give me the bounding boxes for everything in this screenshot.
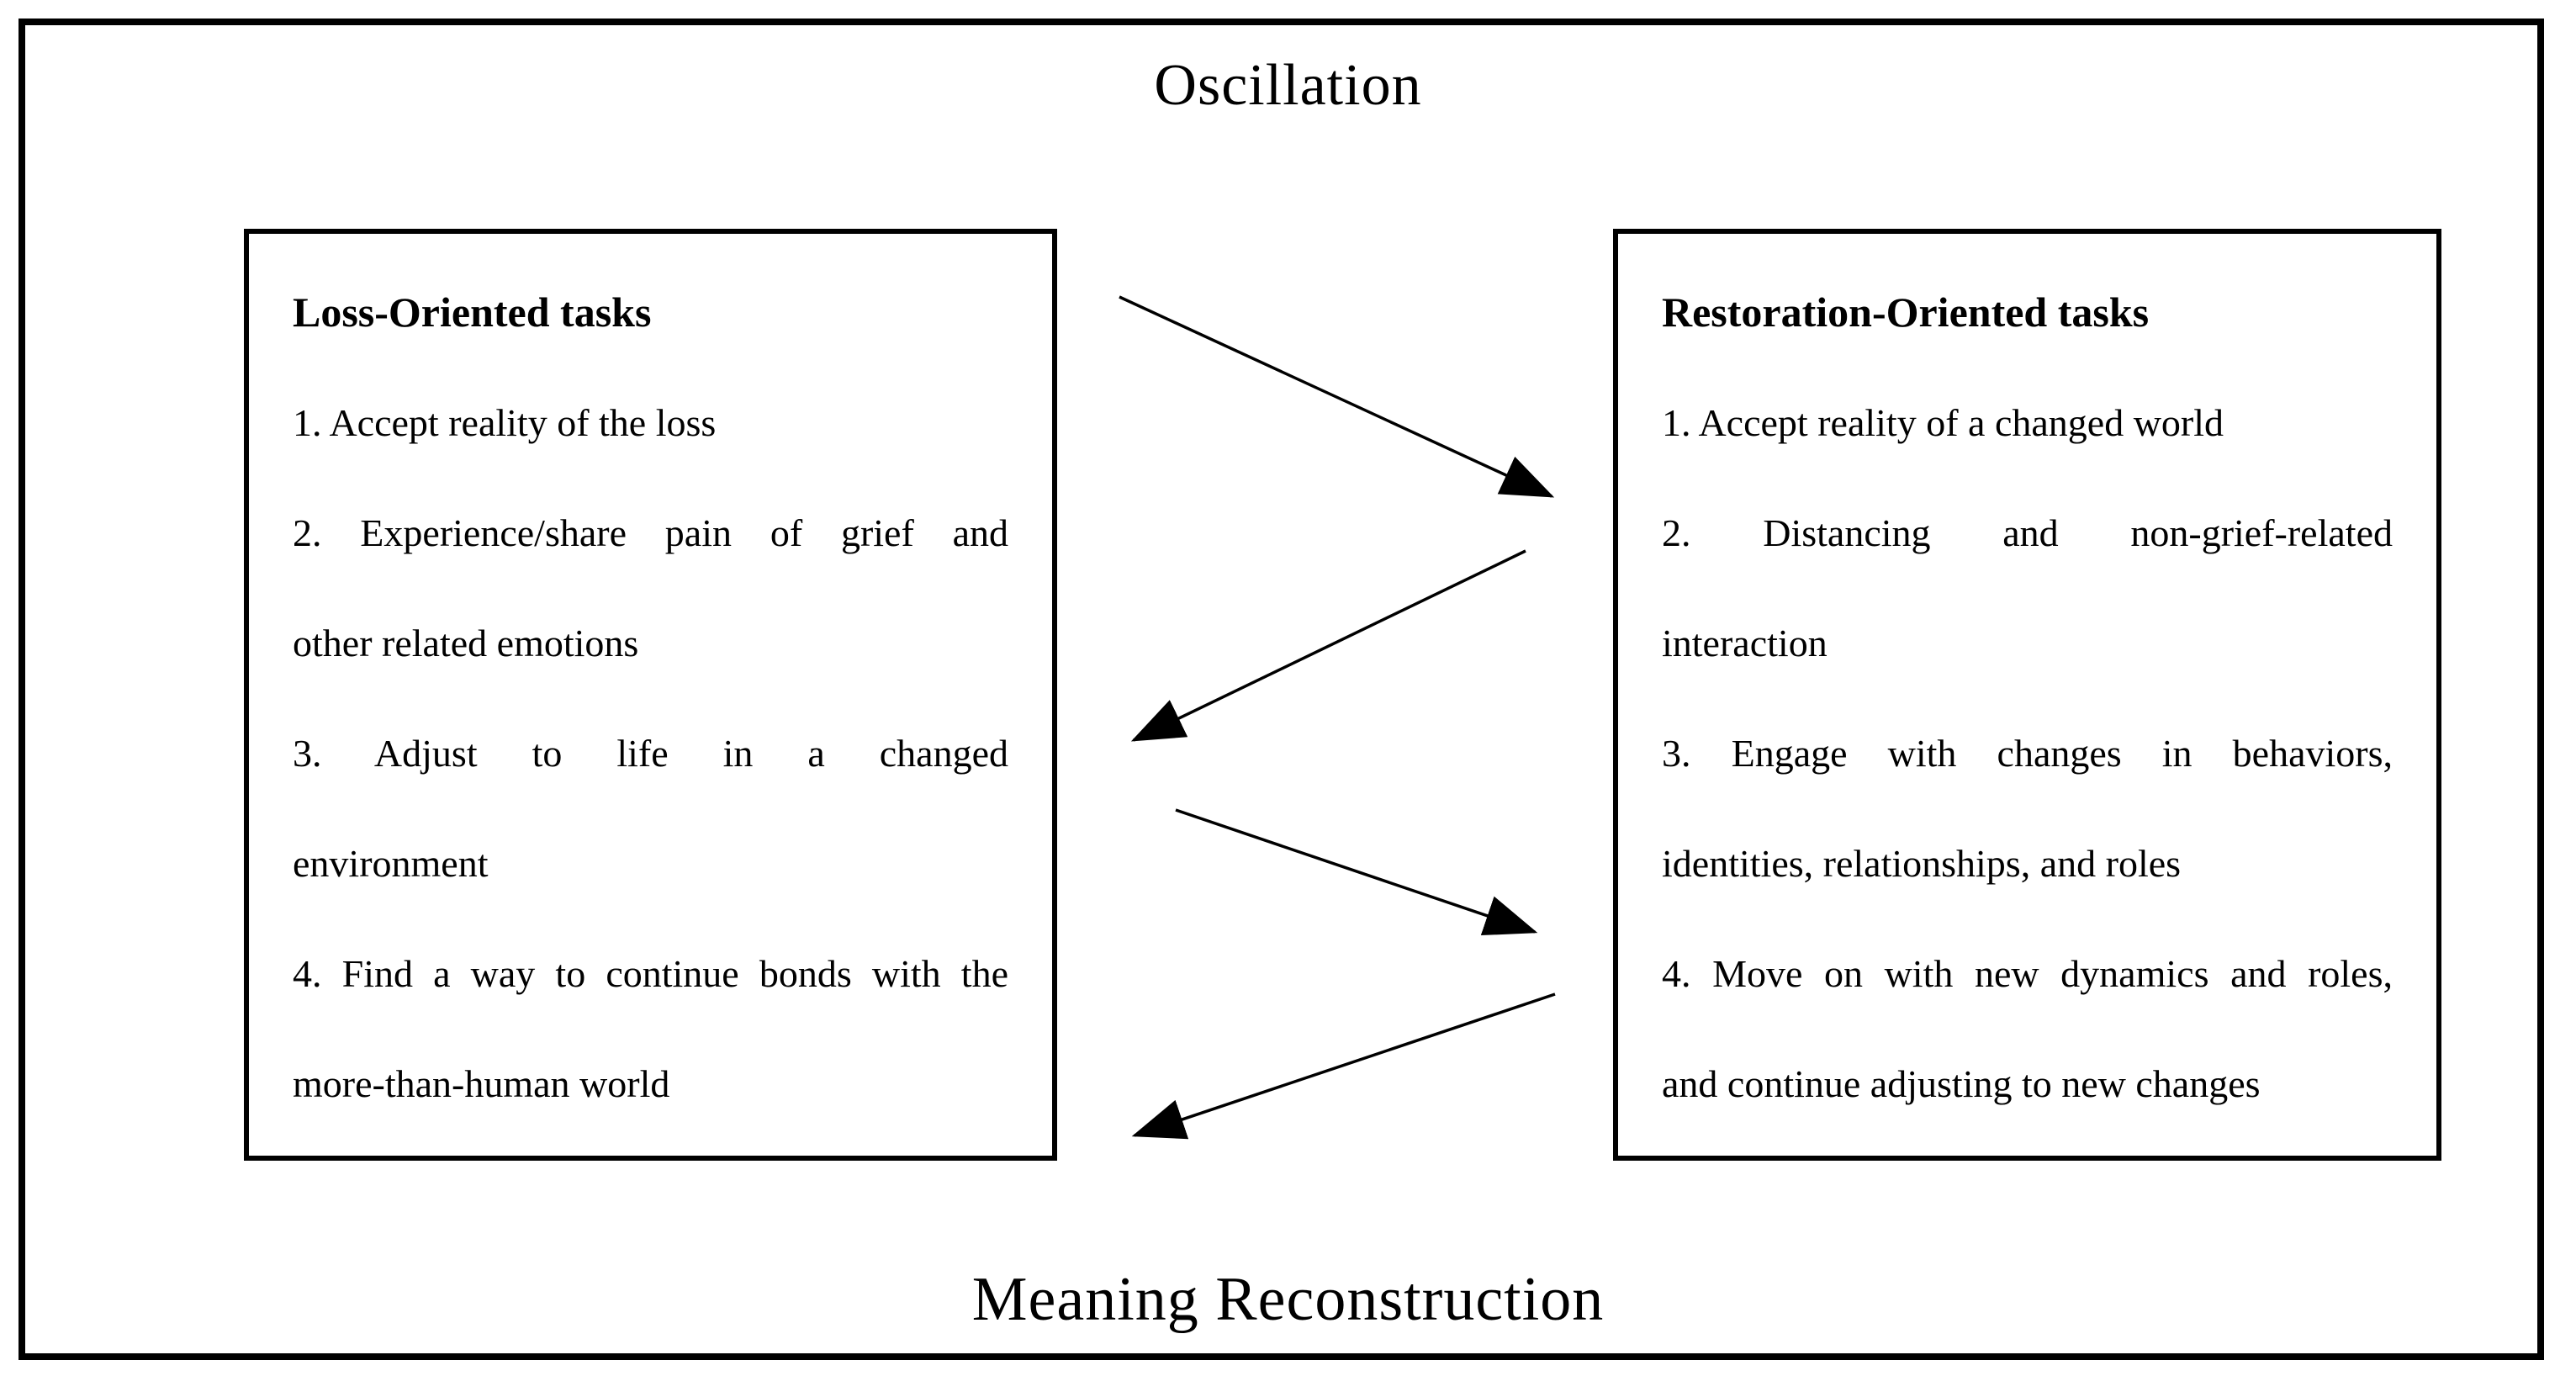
oscillation-label: Oscillation: [1154, 53, 1422, 118]
restoration-oriented-box: Restoration-Oriented tasks 1. Accept rea…: [1613, 229, 2441, 1161]
task-line: 3. Engage with changes in behaviors,: [1662, 732, 2393, 775]
outer-border: [19, 19, 2544, 1360]
task-line: 3. Adjust to life in a changed: [293, 732, 1008, 775]
task-line: 1. Accept reality of a changed world: [1662, 401, 2224, 444]
loss-box-header: Loss-Oriented tasks: [293, 288, 652, 336]
task-line: more-than-human world: [293, 1062, 670, 1105]
task-line: interaction: [1662, 622, 1828, 664]
loss-oriented-box: Loss-Oriented tasks 1. Accept reality of…: [244, 229, 1057, 1161]
task-line: and continue adjusting to new changes: [1662, 1062, 2261, 1105]
task-line: identities, relationships, and roles: [1662, 842, 2182, 885]
task-line: environment: [293, 842, 489, 885]
task-line: 2. Distancing and non-grief-related: [1662, 511, 2393, 554]
restoration-task-list: 1. Accept reality of a changed world 2. D…: [1662, 368, 2393, 1139]
task-line: 2. Experience/share pain of grief and: [293, 511, 1008, 554]
task-line: 4. Move on with new dynamics and roles,: [1662, 952, 2393, 995]
task-line: 1. Accept reality of the loss: [293, 401, 717, 444]
task-line: other related emotions: [293, 622, 639, 664]
meaning-reconstruction-label: Meaning Reconstruction: [971, 1265, 1605, 1334]
task-line: 4. Find a way to continue bonds with the: [293, 952, 1008, 995]
loss-task-list: 1. Accept reality of the loss 2. Experien…: [293, 368, 1008, 1139]
restoration-box-header: Restoration-Oriented tasks: [1662, 288, 2150, 336]
